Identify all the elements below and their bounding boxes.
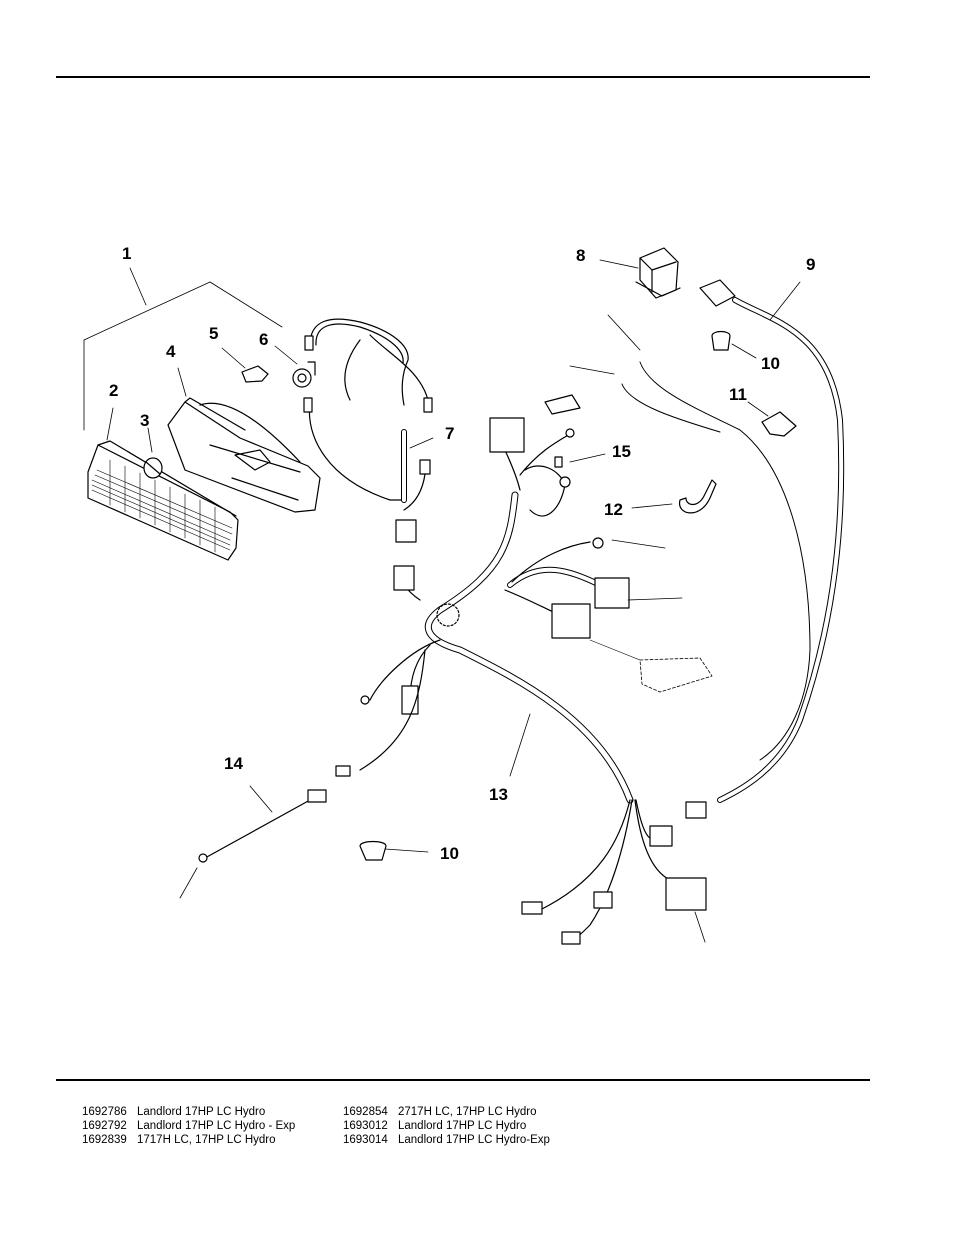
fuse-15 [554,456,563,468]
headlight-housing [167,397,321,513]
model-number: 1692854 [343,1106,388,1118]
model-row: 1692786 Landlord 17HP LC Hydro [82,1105,295,1119]
leader-lines [106,259,801,943]
callout-12: 12 [604,500,623,519]
socket-6 [292,361,316,388]
callout-2: 2 [109,381,118,400]
bulb [143,457,163,479]
callout-4: 4 [166,342,176,361]
bottom-rule [56,1079,870,1081]
model-number: 1692839 [82,1134,127,1146]
model-name: 2717H LC, 17HP LC Hydro [398,1106,537,1118]
module-near-15 [544,394,581,415]
callout-15: 15 [612,442,631,461]
callout-1: 1 [122,244,131,263]
model-number: 1692786 [82,1106,127,1118]
model-name: Landlord 17HP LC Hydro [137,1106,266,1118]
grommet-10-upper [711,330,731,351]
model-row: 1692854 2717H LC, 17HP LC Hydro [343,1105,550,1119]
clamp-12 [679,479,717,514]
callout-7: 7 [445,424,454,443]
model-row: 1693014 Landlord 17HP LC Hydro-Exp [343,1133,550,1147]
grommet-10-lower [359,840,387,861]
ground-wire-14 [198,765,351,863]
model-number: 1693012 [343,1120,388,1132]
model-number: 1693014 [343,1134,388,1146]
callout-11: 11 [729,385,747,404]
model-name: Landlord 17HP LC Hydro - Exp [137,1120,296,1132]
model-number: 1692792 [82,1120,127,1132]
model-name: 1717H LC, 17HP LC Hydro [137,1134,276,1146]
model-list-right: 1692854 2717H LC, 17HP LC Hydro 1693012 … [343,1105,550,1147]
top-rule [56,76,870,78]
model-row: 1692839 1717H LC, 17HP LC Hydro [82,1133,295,1147]
callout-10-lower: 10 [440,844,459,863]
callout-3: 3 [140,411,149,430]
clip-5 [241,365,269,383]
model-row: 1693012 Landlord 17HP LC Hydro [343,1119,550,1133]
callout-1-bracket [83,267,283,431]
callout-8: 8 [576,246,585,265]
callout-14: 14 [224,754,243,773]
callout-5: 5 [209,324,218,343]
model-row: 1692792 Landlord 17HP LC Hydro - Exp [82,1119,295,1133]
model-name: Landlord 17HP LC Hydro-Exp [398,1134,550,1146]
model-list-left: 1692786 Landlord 17HP LC Hydro 1692792 L… [82,1105,295,1147]
clip-11 [761,411,797,437]
callout-13: 13 [489,785,508,804]
model-name: Landlord 17HP LC Hydro [398,1120,527,1132]
headlight-sub-harness [303,318,433,543]
callout-6: 6 [259,330,268,349]
main-harness [359,279,845,945]
callout-9: 9 [806,255,815,274]
relay-8 [635,247,681,299]
headlight-lens [87,440,239,561]
callout-10-upper: 10 [761,354,780,373]
